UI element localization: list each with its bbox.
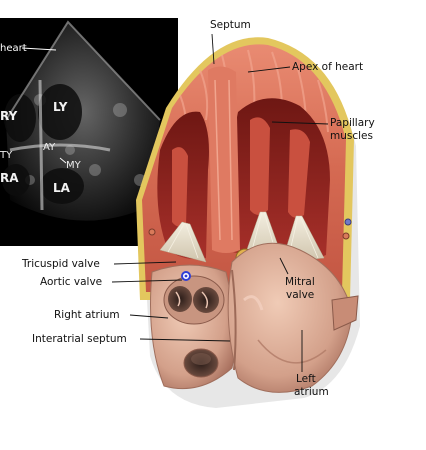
left-atrium bbox=[227, 242, 353, 393]
echocardiogram-panel: heart RY LY TY AY MY RA LA bbox=[0, 18, 178, 246]
echo-label-ra: RA bbox=[0, 171, 19, 185]
echo-label-ty: TY bbox=[0, 150, 13, 161]
label-mitral-valve-line1: Mitral bbox=[285, 276, 315, 288]
label-papillary-muscles-line1: Papillary bbox=[330, 117, 375, 129]
label-tricuspid-valve: Tricuspid valve bbox=[21, 258, 100, 270]
label-aortic-valve: Aortic valve bbox=[40, 276, 102, 288]
label-left-atrium-line2: atrium bbox=[294, 386, 329, 398]
echo-label-la: LA bbox=[53, 181, 71, 195]
label-interatrial-septum: Interatrial septum bbox=[32, 333, 127, 345]
label-septum: Septum bbox=[210, 19, 251, 31]
heart-illustration bbox=[136, 37, 360, 409]
echo-label-ry: RY bbox=[0, 109, 18, 123]
echo-label-ay: AY bbox=[43, 142, 56, 153]
labels: Septum Apex of heart Papillary muscles T… bbox=[21, 19, 375, 398]
echo-label-heart: heart bbox=[0, 43, 27, 54]
label-apex-of-heart: Apex of heart bbox=[292, 61, 363, 73]
echo-label-ly: LY bbox=[53, 100, 68, 114]
label-left-atrium-line1: Left bbox=[296, 373, 316, 385]
echo-label-my: MY bbox=[66, 160, 82, 171]
label-right-atrium: Right atrium bbox=[54, 309, 120, 321]
label-mitral-valve-line2: valve bbox=[286, 289, 314, 301]
interventricular-septum bbox=[208, 66, 240, 253]
label-papillary-muscles-line2: muscles bbox=[330, 130, 373, 142]
